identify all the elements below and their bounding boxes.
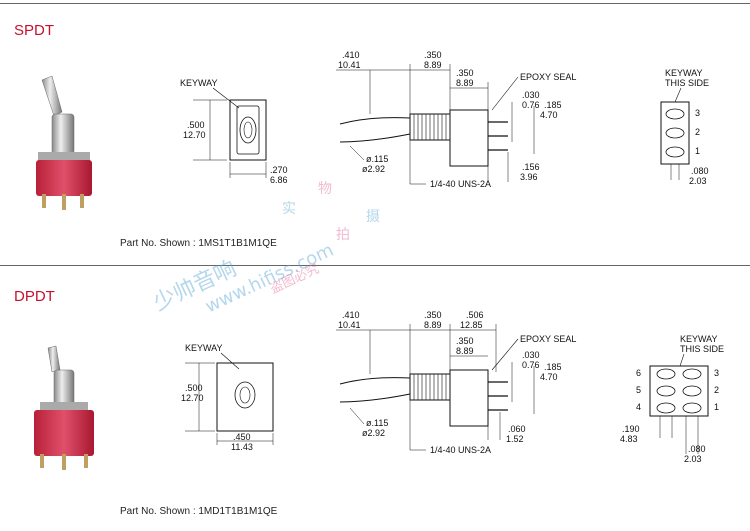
svg-text:.185: .185 — [544, 362, 562, 372]
svg-text:4.83: 4.83 — [620, 434, 638, 444]
svg-text:3: 3 — [695, 108, 700, 118]
svg-text:2.03: 2.03 — [689, 176, 707, 186]
watermark-stamp-1: 实 — [282, 201, 296, 217]
svg-text:.080: .080 — [688, 444, 706, 454]
spdt-front-width-in: .270 — [270, 165, 288, 175]
svg-text:1/4-40 UNS-2A: 1/4-40 UNS-2A — [430, 445, 491, 455]
svg-text:KEYWAY: KEYWAY — [185, 343, 223, 353]
svg-text:10.41: 10.41 — [338, 60, 361, 70]
svg-text:ø2.92: ø2.92 — [362, 428, 385, 438]
dpdt-switch-photo — [34, 345, 94, 470]
svg-text:1: 1 — [714, 402, 719, 412]
spdt-bottom-view: KEYWAY THIS SIDE 3 2 1 .080 2.03 — [660, 68, 709, 186]
svg-text:KEYWAY: KEYWAY — [680, 334, 718, 344]
spdt-front-height-in: .500 — [187, 120, 205, 130]
top-rule — [0, 3, 750, 4]
svg-text:8.89: 8.89 — [424, 60, 442, 70]
svg-text:2: 2 — [695, 127, 700, 137]
svg-text:6: 6 — [636, 368, 641, 378]
svg-text:.450: .450 — [233, 432, 251, 442]
spdt-front-height-mm: 12.70 — [183, 130, 206, 140]
svg-text:1/4-40 UNS-2A: 1/4-40 UNS-2A — [430, 179, 491, 189]
svg-text:3: 3 — [714, 368, 719, 378]
svg-text:2.03: 2.03 — [684, 454, 702, 464]
spdt-part-number: Part No. Shown : 1MS1T1B1M1QE — [120, 238, 277, 249]
svg-text:5: 5 — [636, 385, 641, 395]
watermark-stamp-3: 拍 — [336, 227, 350, 243]
section-divider — [0, 265, 750, 266]
svg-text:3.96: 3.96 — [520, 172, 538, 182]
svg-text:0.76: 0.76 — [522, 100, 540, 110]
svg-text:EPOXY SEAL: EPOXY SEAL — [520, 334, 576, 344]
svg-text:.080: .080 — [691, 166, 709, 176]
section-title-dpdt: DPDT — [14, 288, 55, 305]
svg-text:1: 1 — [695, 146, 700, 156]
svg-text:12.70: 12.70 — [181, 393, 204, 403]
spdt-front-view: KEYWAY .500 12.70 .270 6.86 — [180, 78, 288, 185]
svg-text:.350: .350 — [456, 336, 474, 346]
svg-text:4: 4 — [636, 402, 641, 412]
svg-text:.350: .350 — [424, 50, 442, 60]
svg-text:.190: .190 — [622, 424, 640, 434]
svg-text:.506: .506 — [466, 310, 484, 320]
dpdt-part-number: Part No. Shown : 1MD1T1B1M1QE — [120, 506, 278, 517]
svg-text:4.70: 4.70 — [540, 110, 558, 120]
svg-text:.030: .030 — [522, 350, 540, 360]
section-title-spdt: SPDT — [14, 22, 55, 39]
svg-text:THIS SIDE: THIS SIDE — [680, 344, 724, 354]
spdt-keyway-label: KEYWAY — [180, 78, 218, 88]
watermark-stamp-4: 摄 — [366, 209, 380, 225]
spdt-switch-photo — [36, 75, 92, 210]
svg-text:ø.115: ø.115 — [366, 154, 388, 164]
dpdt-front-view: KEYWAY .500 12.70 .450 11.43 — [181, 343, 274, 452]
svg-text:.410: .410 — [342, 310, 360, 320]
svg-text:11.43: 11.43 — [231, 442, 253, 452]
svg-text:ø.115: ø.115 — [366, 418, 388, 428]
svg-text:.500: .500 — [185, 383, 203, 393]
svg-text:8.89: 8.89 — [424, 320, 442, 330]
svg-text:12.85: 12.85 — [460, 320, 483, 330]
spdt-side-view: .410 10.41 .350 8.89 .350 8.89 EPOXY SEA… — [336, 50, 576, 189]
spdt-front-width-mm: 6.86 — [270, 175, 288, 185]
dpdt-bottom-view: KEYWAY THIS SIDE 6 5 4 3 2 1 .190 4.83 .… — [620, 334, 724, 464]
svg-text:KEYWAY: KEYWAY — [665, 68, 703, 78]
svg-text:THIS SIDE: THIS SIDE — [665, 78, 709, 88]
svg-text:4.70: 4.70 — [540, 372, 558, 382]
svg-text:8.89: 8.89 — [456, 78, 474, 88]
svg-text:.030: .030 — [522, 90, 540, 100]
svg-text:.350: .350 — [456, 68, 474, 78]
svg-text:1.52: 1.52 — [506, 434, 524, 444]
svg-text:.156: .156 — [522, 162, 540, 172]
dpdt-side-view: .410 10.41 .350 8.89 .506 12.85 .350 8.8… — [336, 310, 576, 455]
svg-text:EPOXY SEAL: EPOXY SEAL — [520, 72, 576, 82]
svg-text:ø2.92: ø2.92 — [362, 164, 385, 174]
watermark-stamp-2: 物 — [318, 181, 332, 197]
svg-text:.410: .410 — [342, 50, 360, 60]
svg-text:0.76: 0.76 — [522, 360, 540, 370]
svg-text:8.89: 8.89 — [456, 346, 474, 356]
svg-text:.350: .350 — [424, 310, 442, 320]
svg-text:10.41: 10.41 — [338, 320, 361, 330]
svg-text:2: 2 — [714, 385, 719, 395]
svg-text:.185: .185 — [544, 100, 562, 110]
svg-text:.060: .060 — [508, 424, 526, 434]
